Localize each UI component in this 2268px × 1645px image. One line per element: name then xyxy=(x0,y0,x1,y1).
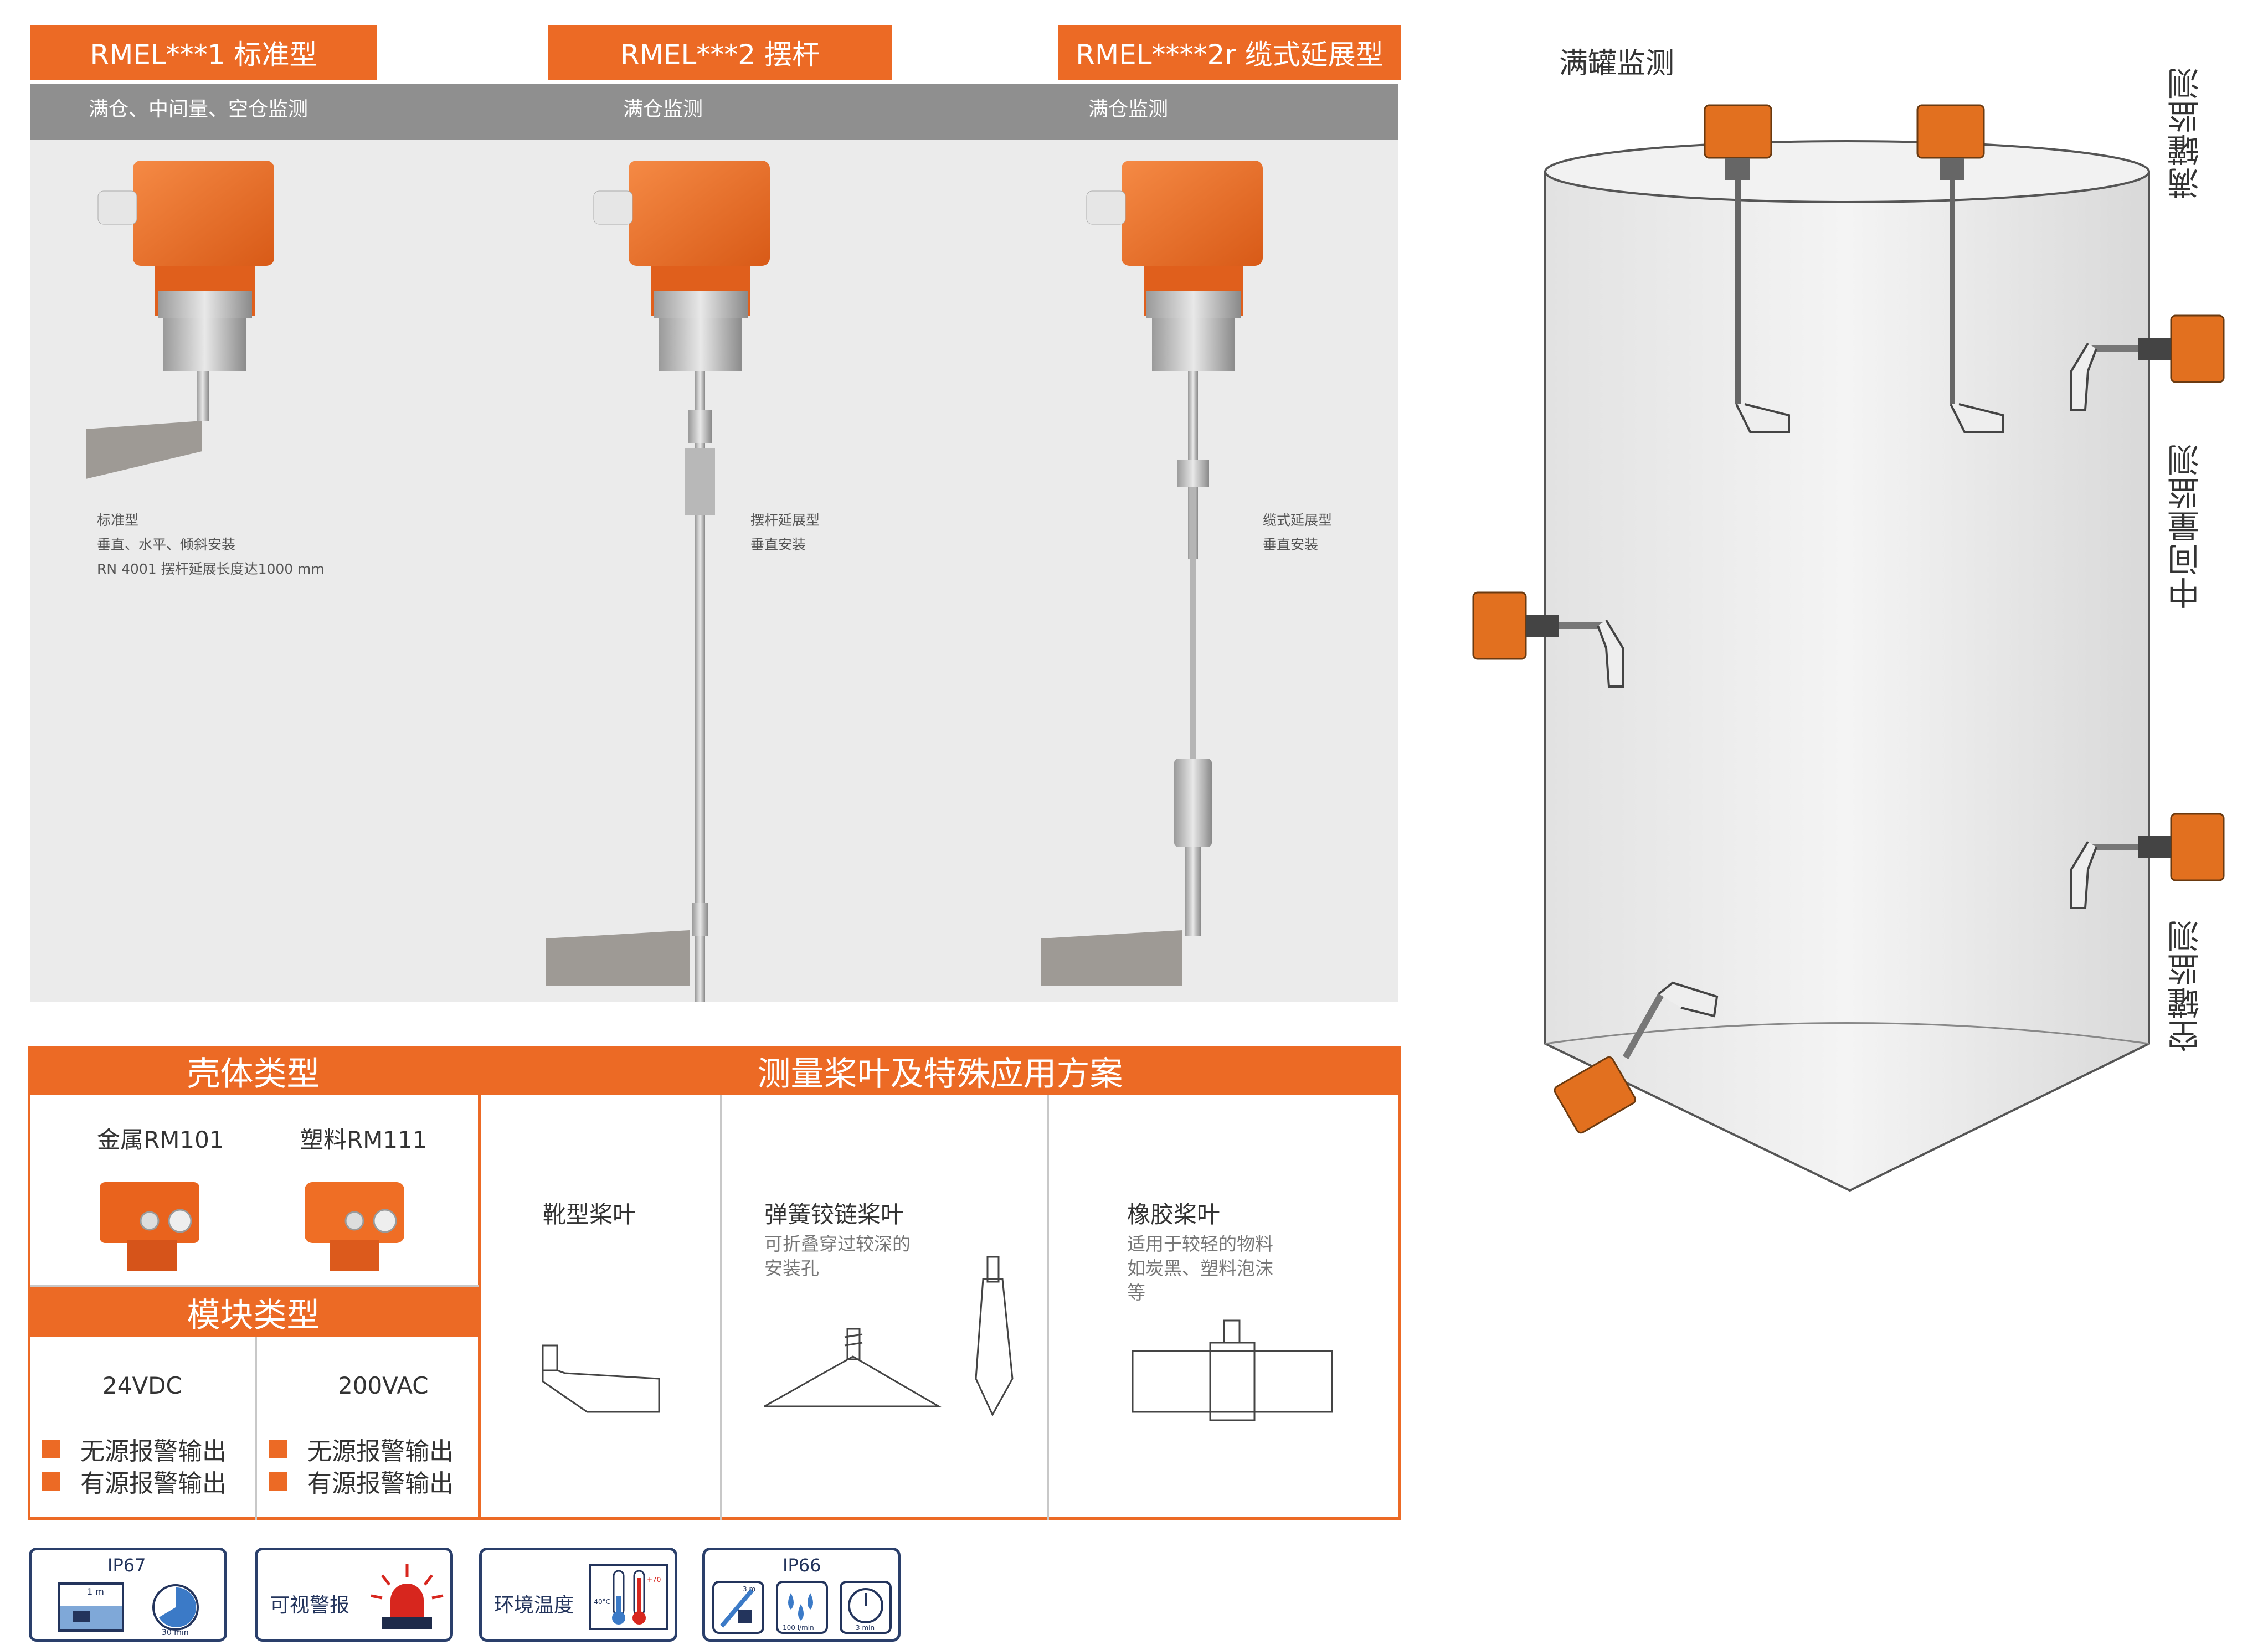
housing-plastic-label: 塑料RM111 xyxy=(300,1126,428,1153)
desc-line: 如炭黑、塑料泡沫 xyxy=(1127,1257,1273,1279)
ip66-b-text: 100 l/min xyxy=(783,1624,814,1632)
beacon-icon xyxy=(371,1564,444,1629)
module-item-text: 有源报警输出 xyxy=(80,1469,227,1498)
sensor-standard-image xyxy=(86,161,274,479)
module-item: 有源报警输出 xyxy=(269,1463,454,1499)
desc-line: 等 xyxy=(1127,1282,1145,1303)
module-item: 有源报警输出 xyxy=(42,1463,227,1499)
bullet-icon xyxy=(269,1440,287,1458)
thermometer-icon: -40°C +70 xyxy=(589,1564,668,1630)
ip66-label: IP66 xyxy=(783,1555,821,1576)
boot-paddle-drawing xyxy=(542,1344,660,1413)
bottom-sensor xyxy=(1554,981,1719,1134)
module-item: 无源报警输出 xyxy=(42,1431,227,1467)
product-desc-2: 摆杆延展型 垂直安装 xyxy=(750,508,820,557)
side-sensor-empty xyxy=(2070,813,2225,909)
paddle-spring-desc: 可折叠穿过较深的 安装孔 xyxy=(764,1232,911,1281)
module-item-text: 无源报警输出 xyxy=(80,1437,227,1466)
table-divider xyxy=(1047,1095,1049,1520)
metal-housing-image xyxy=(100,1182,199,1271)
module-voltage-24vdc: 24VDC xyxy=(102,1372,182,1399)
paddle-rubber-name: 橡胶桨叶 xyxy=(1127,1201,1221,1228)
tank-label-empty: 空罐监测 xyxy=(2167,919,2205,1052)
product-subtitle-2: 满仓监测 xyxy=(623,98,703,121)
desc-line: 缆式延展型 xyxy=(1263,512,1333,528)
badge-ambient-temp: 环境温度 -40°C +70 xyxy=(479,1548,677,1642)
product-tag-2: RMEL***2 摆杆 xyxy=(548,25,892,80)
table-divider xyxy=(478,1095,481,1520)
module-voltage-200vac: 200VAC xyxy=(338,1372,429,1399)
ip66-icon: 3 m 100 l/min 3 min xyxy=(712,1581,892,1634)
desc-line: 可折叠穿过较深的 xyxy=(764,1233,911,1255)
temp-high-text: +70 xyxy=(647,1576,661,1584)
module-item-text: 有源报警输出 xyxy=(307,1469,454,1498)
side-sensor-full xyxy=(2070,314,2225,411)
bullet-icon xyxy=(42,1472,60,1491)
desc-line: 适用于较轻的物料 xyxy=(1127,1233,1273,1255)
housing-images xyxy=(100,1182,404,1271)
paddle-spring-name: 弹簧铰链桨叶 xyxy=(764,1201,904,1228)
spring-paddle-drawing xyxy=(764,1256,1014,1417)
alarm-label: 可视警报 xyxy=(270,1594,350,1617)
tank-diagram xyxy=(1472,104,2225,1192)
badge-visual-alarm: 可视警报 xyxy=(255,1548,453,1642)
bullet-icon xyxy=(42,1440,60,1458)
plastic-housing-image xyxy=(305,1182,404,1271)
ip67-label: IP67 xyxy=(107,1555,146,1576)
ip66-c-text: 3 min xyxy=(856,1624,875,1632)
paddle-drawings xyxy=(542,1256,1333,1421)
product-subtitle-3: 满仓监测 xyxy=(1088,98,1169,121)
desc-line: 安装孔 xyxy=(764,1257,819,1279)
sensor-cable-image xyxy=(1041,161,1263,986)
ip67-time-text: 30 min xyxy=(162,1628,189,1636)
module-item-text: 无源报警输出 xyxy=(307,1437,454,1466)
temp-low-text: -40°C xyxy=(592,1598,610,1606)
tank-label-full: 满罐监测 xyxy=(2167,66,2205,199)
desc-line: 摆杆延展型 xyxy=(750,512,820,528)
desc-line: 垂直安装 xyxy=(750,537,806,553)
product-subtitle-1: 满仓、中间量、空仓监测 xyxy=(89,98,308,121)
product-illustrations xyxy=(86,161,1263,1002)
housing-header: 壳体类型 xyxy=(28,1046,479,1095)
table-divider xyxy=(720,1095,722,1520)
table-divider xyxy=(255,1337,257,1520)
badge-ip67: IP67 1 m 30 min xyxy=(29,1548,227,1642)
tank-label-mid: 中间量监测 xyxy=(2167,443,2205,609)
sensor-rod-image xyxy=(546,161,770,1002)
housing-metal-label: 金属RM101 xyxy=(97,1126,224,1153)
subtitle-bar xyxy=(30,84,1398,140)
product-tag-3: RMEL****2r 缆式延展型 xyxy=(1058,25,1401,80)
module-item: 无源报警输出 xyxy=(269,1431,454,1467)
product-desc-1: 标准型 垂直、水平、倾斜安装 RN 4001 摆杆延展长度达1000 mm xyxy=(97,508,325,581)
module-header: 模块类型 xyxy=(28,1287,479,1337)
ip67-depth-text: 1 m xyxy=(87,1586,104,1597)
side-sensor-mid xyxy=(1472,591,1624,688)
top-sensor-1 xyxy=(1704,104,1790,433)
product-tag-1: RMEL***1 标准型 xyxy=(30,25,377,80)
bullet-icon xyxy=(269,1472,287,1491)
desc-line: RN 4001 摆杆延展长度达1000 mm xyxy=(97,561,325,577)
paddles-header: 测量桨叶及特殊应用方案 xyxy=(479,1046,1401,1095)
ip67-icon: 1 m 30 min xyxy=(58,1582,199,1636)
badge-ip66: IP66 3 m 100 l/min 3 min xyxy=(702,1548,901,1642)
paddle-boot-name: 靴型桨叶 xyxy=(543,1201,636,1228)
product-desc-3: 缆式延展型 垂直安装 xyxy=(1263,508,1332,557)
desc-line: 垂直、水平、倾斜安装 xyxy=(97,537,236,553)
top-sensor-2 xyxy=(1916,104,2004,433)
table-divider xyxy=(30,1285,479,1287)
desc-line: 垂直安装 xyxy=(1263,537,1319,553)
rubber-paddle-drawing xyxy=(1132,1319,1333,1421)
paddle-rubber-desc: 适用于较轻的物料 如炭黑、塑料泡沫 等 xyxy=(1127,1232,1273,1305)
ip66-a-text: 3 m xyxy=(743,1585,755,1593)
temp-label: 环境温度 xyxy=(494,1594,574,1617)
tank-top-label: 满罐监测 xyxy=(1559,47,1675,80)
desc-line: 标准型 xyxy=(97,512,139,528)
